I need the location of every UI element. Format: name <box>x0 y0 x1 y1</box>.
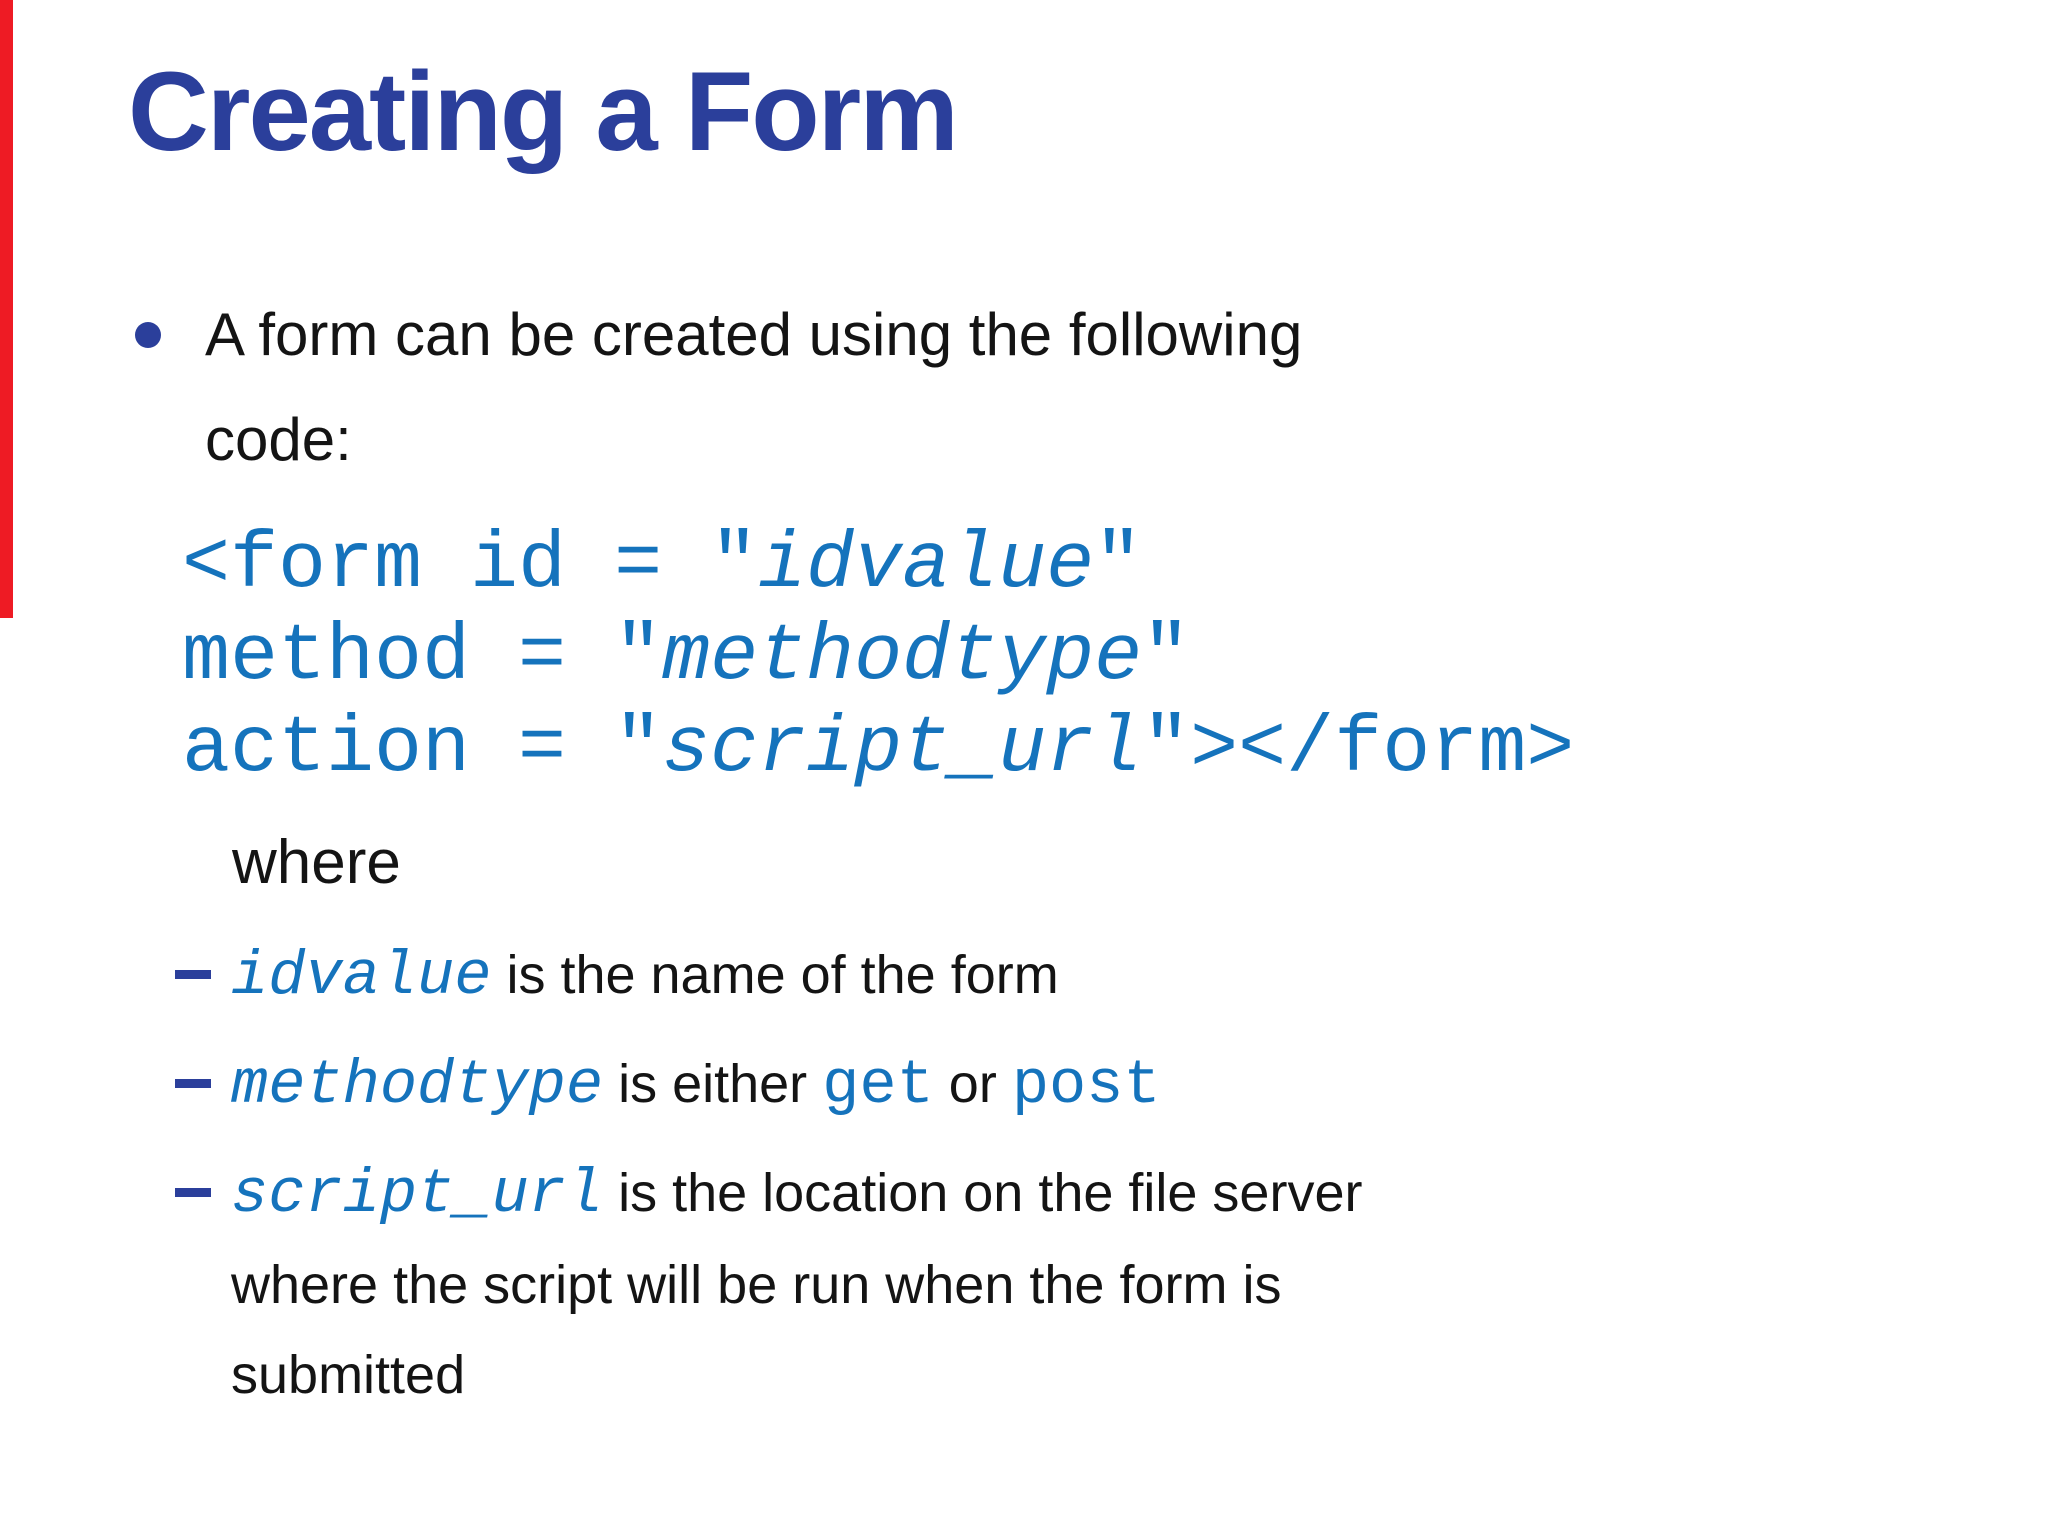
code-var-scripturl: script_url <box>662 704 1143 795</box>
sub-bullet-scripturl: script_url is the location on the file s… <box>175 1148 1575 1420</box>
code-block: <form id = "idvalue" method = "methodtyp… <box>182 520 1574 796</box>
var-idvalue: idvalue <box>231 941 492 1012</box>
sub-bullet-text: methodtype is either get or post <box>231 1039 1521 1131</box>
sub-bullet-text: script_url is the location on the file s… <box>231 1148 1521 1420</box>
sub-bullet-description: is either <box>603 1054 823 1114</box>
dash-bullet-icon <box>175 1079 211 1088</box>
sub-bullet-list: idvalue is the name of the form methodty… <box>175 930 1575 1437</box>
code-tag-open: <form id = " <box>182 520 759 611</box>
code-var-idvalue: idvalue <box>758 520 1095 611</box>
dash-bullet-icon <box>175 970 211 979</box>
sub-bullet-idvalue: idvalue is the name of the form <box>175 930 1575 1022</box>
red-edge-marker <box>0 0 13 618</box>
var-methodtype: methodtype <box>231 1050 604 1121</box>
slide-title: Creating a Form <box>128 49 959 174</box>
code-line-2: method = "methodtype" <box>182 612 1574 704</box>
where-label: where <box>232 828 401 897</box>
bullet-dot-icon <box>135 322 161 348</box>
code-quote-close: " <box>1094 520 1143 611</box>
code-attr-action: action = " <box>182 704 663 795</box>
code-line-3: action = "script_url"></form> <box>182 704 1574 796</box>
code-var-methodtype: methodtype <box>662 612 1143 703</box>
code-get: get <box>822 1050 934 1121</box>
sub-bullet-connector: or <box>933 1054 1012 1114</box>
sub-bullet-description: is the name of the form <box>491 945 1059 1005</box>
dash-bullet-icon <box>175 1188 211 1197</box>
var-scripturl: script_url <box>231 1159 604 1230</box>
bullet-item: A form can be created using the followin… <box>135 282 1445 492</box>
bullet-text: A form can be created using the followin… <box>205 301 1303 473</box>
code-quote-close: " <box>1142 612 1191 703</box>
code-tag-close: "></form> <box>1142 704 1575 795</box>
sub-bullet-description: is the location on the file server where… <box>231 1163 1363 1405</box>
code-attr-method: method = " <box>182 612 663 703</box>
sub-bullet-text: idvalue is the name of the form <box>231 930 1521 1022</box>
sub-bullet-methodtype: methodtype is either get or post <box>175 1039 1575 1131</box>
code-post: post <box>1011 1050 1161 1121</box>
code-line-1: <form id = "idvalue" <box>182 520 1574 612</box>
